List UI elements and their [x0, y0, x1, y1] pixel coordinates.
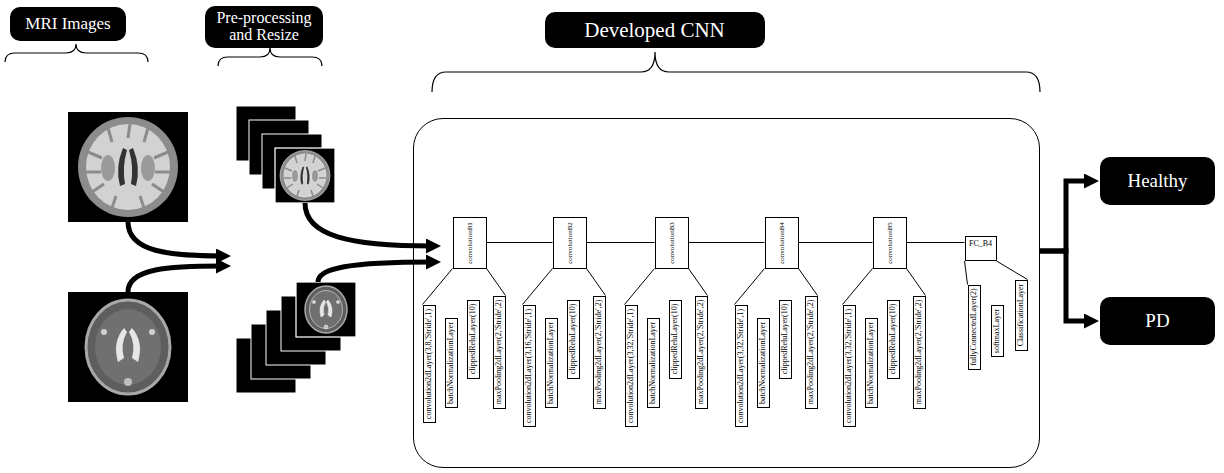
layer-box: fullyConnectedLayer(2): [968, 285, 981, 370]
layer-box: convolution2dLayer(3,8,'Stride',1): [423, 305, 436, 423]
layer-name: convolution2dLayer(3,32,'Stride',1): [627, 308, 635, 422]
zoom-line: [587, 269, 606, 296]
conv-block: convolutionB3: [655, 217, 689, 269]
layer-name: batchNormalizationLayer: [867, 321, 875, 403]
block-name: convolutionB1: [466, 222, 473, 264]
zoom-line: [689, 269, 708, 296]
layer-box: batchNormalizationLayer: [865, 318, 878, 408]
layer-box: convolution2dLayer(3,32,'Stride',1): [843, 305, 856, 427]
output-arrow: [1040, 181, 1090, 251]
layer-box: maxPooling2dLayer(2,'Stride',2): [593, 296, 606, 409]
label-pill: MRI Images: [10, 7, 126, 41]
layer-name: clippedReluLayer(10): [671, 304, 679, 375]
conv-block: convolutionB4: [765, 217, 799, 269]
block-name: convolutionB3: [668, 222, 675, 264]
zoom-line: [799, 269, 818, 296]
layer-box: clippedReluLayer(10): [467, 300, 480, 379]
layer-box: batchNormalizationLayer: [757, 318, 770, 408]
zoom-line: [523, 269, 553, 305]
layer-box: ClassificationLayer: [1015, 280, 1028, 351]
zoom-line: [843, 269, 873, 305]
layer-chain-line: [487, 242, 553, 243]
pill-label: Healthy: [1127, 171, 1187, 191]
section-heading: Developed CNN: [545, 12, 765, 48]
layer-name: fullyConnectedLayer(2): [970, 288, 978, 365]
layer-box: softmaxLayer: [991, 305, 1004, 357]
layer-name: softmaxLayer: [993, 308, 1001, 352]
layer-name: convolution2dLayer(3,32,'Stride',1): [737, 308, 745, 422]
brace: [432, 52, 1040, 92]
zoom-line: [965, 261, 968, 285]
layer-name: maxPooling2dLayer(2,'Stride',2): [697, 300, 705, 405]
layer-chain-line: [799, 242, 873, 243]
pill-label: PD: [1145, 311, 1169, 331]
layer-name: convolution2dLayer(3,8,'Stride',1): [425, 308, 433, 418]
layer-box: convolution2dLayer(3,32,'Stride',1): [735, 305, 748, 427]
layer-chain-line: [587, 242, 655, 243]
layer-chain-line: [907, 242, 965, 243]
layer-box: batchNormalizationLayer: [647, 318, 660, 408]
layer-box: maxPooling2dLayer(2,'Stride',2): [695, 296, 708, 409]
layer-name: convolution2dLayer(3,32,'Stride',1): [845, 308, 853, 422]
flow-arrow: [128, 203, 432, 292]
layer-box: maxPooling2dLayer(2,'Stride',2): [913, 296, 926, 409]
layer-box: clippedReluLayer(10): [567, 300, 580, 379]
layer-name: maxPooling2dLayer(2,'Stride',2): [495, 300, 503, 405]
pill-label: MRI Images: [25, 15, 110, 33]
layer-box: convolution2dLayer(3,16,'Stride',1): [523, 305, 536, 427]
image-stack: [236, 282, 356, 393]
image-stack: [236, 106, 335, 203]
zoom-line: [735, 269, 765, 305]
layer-name: convolution2dLayer(3,16,'Stride',1): [525, 308, 533, 422]
layer-box: batchNormalizationLayer: [445, 318, 458, 408]
label-pill: Pre-processing and Resize: [205, 6, 323, 48]
layer-chain-line: [689, 242, 765, 243]
conv-block: convolutionB1: [453, 217, 487, 269]
fc-block: FC_B4: [965, 236, 997, 261]
zoom-line: [997, 261, 1028, 280]
cnn-container: convolutionB1 convolution2dLayer(3,8,'Str…: [413, 118, 1040, 468]
layer-name: batchNormalizationLayer: [447, 321, 455, 403]
brace: [5, 44, 148, 62]
conv-block: convolutionB2: [553, 217, 587, 269]
zoom-line: [907, 269, 926, 296]
layer-name: clippedReluLayer(10): [469, 304, 477, 375]
block-name: convolutionB4: [778, 222, 785, 264]
layer-name: batchNormalizationLayer: [759, 321, 767, 403]
layer-box: maxPooling2dLayer(2,'Stride',2): [493, 296, 506, 409]
layer-name: clippedReluLayer(10): [889, 304, 897, 375]
zoom-line: [423, 269, 453, 305]
layer-box: maxPooling2dLayer(2,'Stride',2): [805, 296, 818, 409]
conv-block: convolutionB5: [873, 217, 907, 269]
label-pill: Healthy: [1100, 157, 1215, 205]
pill-label: Pre-processing and Resize: [210, 10, 318, 44]
zoom-line: [487, 269, 506, 296]
layer-name: clippedReluLayer(10): [781, 304, 789, 375]
layer-name: maxPooling2dLayer(2,'Stride',2): [807, 300, 815, 405]
brace: [218, 48, 322, 66]
layer-box: clippedReluLayer(10): [669, 300, 682, 379]
block-name: convolutionB2: [566, 222, 573, 264]
block-name: FC_B4: [969, 239, 992, 248]
output-arrow: [1040, 251, 1090, 321]
mri-image: [68, 112, 188, 222]
layer-name: batchNormalizationLayer: [547, 321, 555, 403]
layer-box: convolution2dLayer(3,32,'Stride',1): [625, 305, 638, 427]
label-pill: PD: [1100, 297, 1215, 345]
layer-box: clippedReluLayer(10): [779, 300, 792, 379]
zoom-line: [625, 269, 655, 305]
layer-box: batchNormalizationLayer: [545, 318, 558, 408]
block-name: convolutionB5: [886, 222, 893, 264]
layer-name: maxPooling2dLayer(2,'Stride',2): [595, 300, 603, 405]
layer-name: ClassificationLayer: [1017, 284, 1025, 347]
layer-name: maxPooling2dLayer(2,'Stride',2): [915, 300, 923, 405]
mri-image: [68, 292, 188, 402]
layer-name: batchNormalizationLayer: [649, 321, 657, 403]
layer-name: clippedReluLayer(10): [569, 304, 577, 375]
layer-box: clippedReluLayer(10): [887, 300, 900, 379]
